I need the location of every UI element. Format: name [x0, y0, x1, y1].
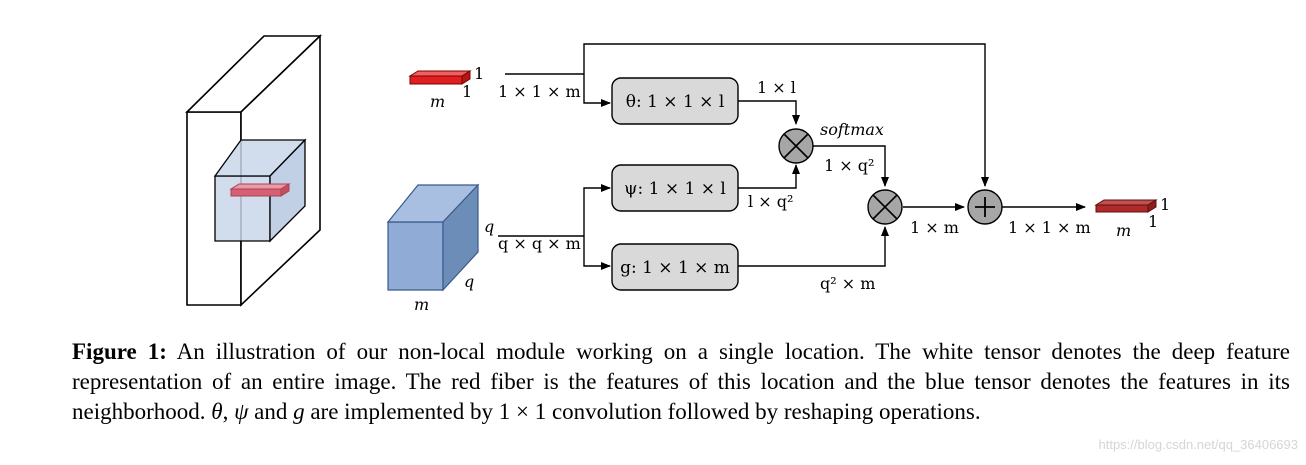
add-out-label: 1 × 1 × m	[1008, 218, 1091, 237]
g-out-label: q² × m	[820, 274, 875, 293]
blue-tensor-q-side-label: q	[484, 217, 494, 236]
blue-tensor-q-label: q	[464, 272, 474, 291]
caption-comma: ,	[222, 399, 235, 424]
caption-psi: ψ	[234, 399, 249, 424]
input-bottom-dim-label: q × q × m	[498, 234, 581, 253]
inner-red-fiber	[229, 183, 291, 197]
output-fiber-1-bottom-label: 1	[1148, 212, 1158, 231]
blue-tensor	[386, 183, 480, 292]
non-local-module-diagram: m 1 1 m q q 1 × 1 × m q × q × m θ: 1 × 1…	[185, 34, 1170, 314]
output-fiber-m-label: m	[1116, 221, 1131, 240]
connector-lines	[738, 100, 1086, 267]
softmax-label: softmax	[820, 120, 884, 139]
caption-theta: θ	[211, 399, 223, 424]
psi-box: ψ: 1 × 1 × l	[611, 164, 739, 212]
caption-g: g	[293, 399, 305, 424]
psi-out-label: l × q²	[748, 192, 793, 211]
caption-text-2: are implemented by 1 × 1 convolution fol…	[304, 399, 981, 424]
blue-tensor-m-label: m	[414, 295, 429, 314]
caption-and: and	[248, 399, 294, 424]
bottom-input-lines	[498, 184, 611, 270]
g-box: g: 1 × 1 × m	[611, 243, 739, 291]
multiply-op-2	[867, 189, 903, 225]
output-fiber-1-right-label: 1	[1160, 195, 1170, 214]
figure-caption: Figure 1: An illustration of our non-loc…	[72, 337, 1290, 427]
red-fiber-1-bottom-label: 1	[462, 82, 472, 101]
mult2-out-label: 1 × m	[910, 218, 959, 237]
psi-box-label: ψ: 1 × 1 × l	[624, 179, 726, 199]
red-fiber-m-label: m	[430, 92, 445, 111]
red-fiber	[408, 70, 472, 85]
watermark: https://blog.csdn.net/qq_36406693	[1098, 437, 1299, 452]
add-op	[967, 189, 1003, 225]
output-fiber	[1094, 199, 1158, 213]
caption-text-1: An illustration of our non-local module …	[72, 339, 1290, 424]
multiply-op-1	[778, 128, 814, 164]
red-fiber-1-right-label: 1	[474, 64, 484, 83]
input-top-dim-label: 1 × 1 × m	[498, 82, 581, 101]
top-input-lines	[505, 43, 989, 187]
g-box-label: g: 1 × 1 × m	[620, 258, 730, 278]
theta-out-label: 1 × l	[757, 78, 796, 97]
theta-box-label: θ: 1 × 1 × l	[626, 92, 725, 112]
theta-box: θ: 1 × 1 × l	[611, 77, 739, 125]
figure-label: Figure 1:	[72, 339, 167, 364]
softmax-out-label: 1 × q²	[824, 156, 874, 175]
